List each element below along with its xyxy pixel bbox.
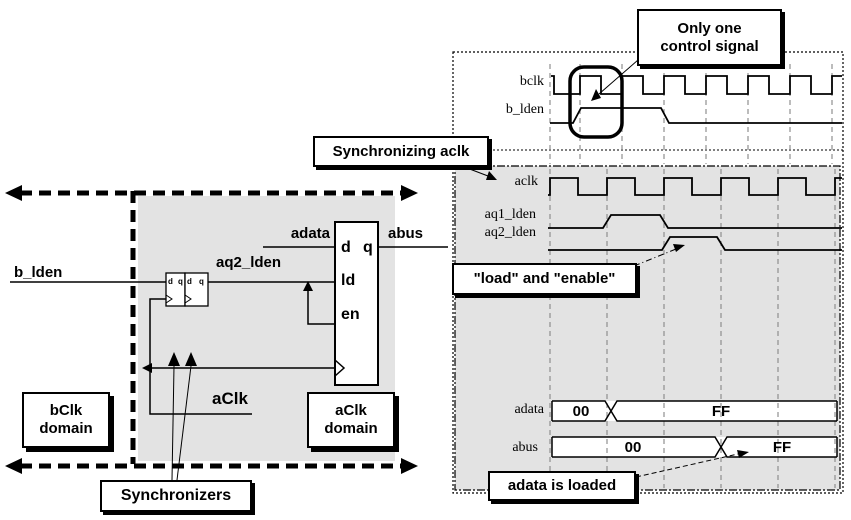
arrowhead-right-icon <box>401 185 418 201</box>
label-adata: adata <box>514 402 544 417</box>
wire-label-adata: adata <box>290 225 330 242</box>
only-one-connector-line <box>598 59 639 95</box>
sync-aclk-connector-line <box>466 167 489 177</box>
arrowhead-right-icon <box>401 458 418 474</box>
arrowhead-icon <box>591 89 601 101</box>
abus-value-ff: FF <box>772 439 792 456</box>
bus-fills <box>552 401 837 457</box>
waveform-aq1_lden <box>548 214 842 229</box>
wire-aclk <box>149 298 252 415</box>
bus-fill-adata <box>552 401 837 421</box>
timing-aclk-shading <box>454 165 841 491</box>
label-aclk: aclk <box>514 174 538 189</box>
up-arrowhead-icon <box>185 352 197 366</box>
synchronizers-pointer-line <box>176 365 192 481</box>
synchronizers-pointer-line <box>171 365 175 481</box>
wire-label-aclk: aClk <box>212 389 248 408</box>
aclk-domain-box: aClk domain <box>307 392 395 448</box>
synchronizers-label-box: Synchronizers <box>100 480 252 512</box>
junction-arrow-icon <box>303 281 313 291</box>
up-arrowhead-icon <box>168 352 180 366</box>
label-bclk: bclk <box>519 74 544 89</box>
register-port-ld: ld <box>341 272 355 289</box>
callout-connectors <box>466 59 749 478</box>
waveform-bclk <box>551 75 842 95</box>
circuit-schematic <box>5 185 448 481</box>
arrowhead-icon <box>486 171 497 180</box>
register-port-q: q <box>363 239 373 256</box>
ff1-port-q: q <box>178 277 183 286</box>
register-port-d: d <box>341 239 351 256</box>
callout-synchronizing-aclk: Synchronizing aclk <box>313 136 489 167</box>
sync-flipflop-2 <box>184 272 209 307</box>
clock-wire-arrowhead-icon <box>142 363 152 373</box>
arrowhead-left-icon <box>5 185 22 201</box>
arrowhead-icon <box>673 244 685 252</box>
ff2-port-q: q <box>199 277 204 286</box>
label-b-lden: b_lden <box>505 102 544 117</box>
clock-triangle-icon <box>334 359 346 377</box>
waveform-aclk <box>548 177 842 196</box>
label-aq1-lden: aq1_lden <box>484 207 536 222</box>
wire-label-b-lden: b_lden <box>14 264 63 281</box>
label-abus: abus <box>512 440 538 455</box>
waveform-aq2_lden <box>548 236 842 251</box>
waveform-b_lden <box>550 107 842 124</box>
arrowhead-icon <box>737 450 749 458</box>
abus-value-00: 00 <box>624 439 642 456</box>
adata-value-00: 00 <box>572 403 590 420</box>
bus-outline-adata <box>551 400 838 422</box>
bclk-domain-box: bClk domain <box>22 392 110 448</box>
output-register <box>334 221 379 386</box>
wire-label-aq2-lden: aq2_lden <box>216 254 282 271</box>
wire-en-branch <box>307 282 335 325</box>
bus-fill-abus <box>552 437 837 457</box>
callout-only-one-control-signal: Only one control signal <box>637 9 782 66</box>
adata-loaded-connector-line <box>635 453 739 478</box>
label-aq2-lden: aq2_lden <box>484 225 536 240</box>
callout-adata-is-loaded: adata is loaded <box>488 471 636 501</box>
clock-triangle-icon <box>184 294 192 304</box>
ff1-port-d: d <box>168 277 173 286</box>
clock-triangle-icon <box>165 294 173 304</box>
bus-outline-abus <box>551 436 838 458</box>
register-port-en: en <box>341 306 360 323</box>
load-enable-connector-line <box>633 248 677 267</box>
highlight-ring <box>568 65 624 139</box>
arrowhead-left-icon <box>5 458 22 474</box>
wire-label-abus: abus <box>388 225 424 242</box>
waveform-traces <box>548 75 842 458</box>
callout-load-and-enable: "load" and "enable" <box>452 263 637 295</box>
adata-value-ff: FF <box>711 403 731 420</box>
ff2-port-d: d <box>187 277 192 286</box>
